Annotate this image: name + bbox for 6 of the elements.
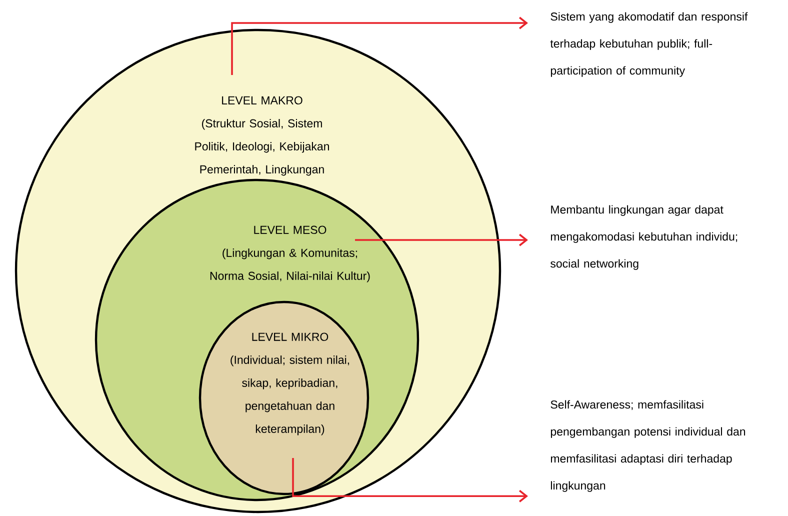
note-text: Sistem yang akomodatif dan responsif terhadap kebutuhan publik; full-participation of community xyxy=(550,12,748,77)
arrow xyxy=(355,234,528,246)
note-text: Self-Awareness; memfasilitasi pengembangan potensi individual dan memfasilitasi adaptasi diri terhadap lingkungan xyxy=(550,400,746,492)
arrow xyxy=(292,458,528,502)
arrow xyxy=(231,16,528,75)
note-text: Membantu lingkungan agar dapat mengakomodasi kebutuhan individu; social networking xyxy=(550,205,738,270)
